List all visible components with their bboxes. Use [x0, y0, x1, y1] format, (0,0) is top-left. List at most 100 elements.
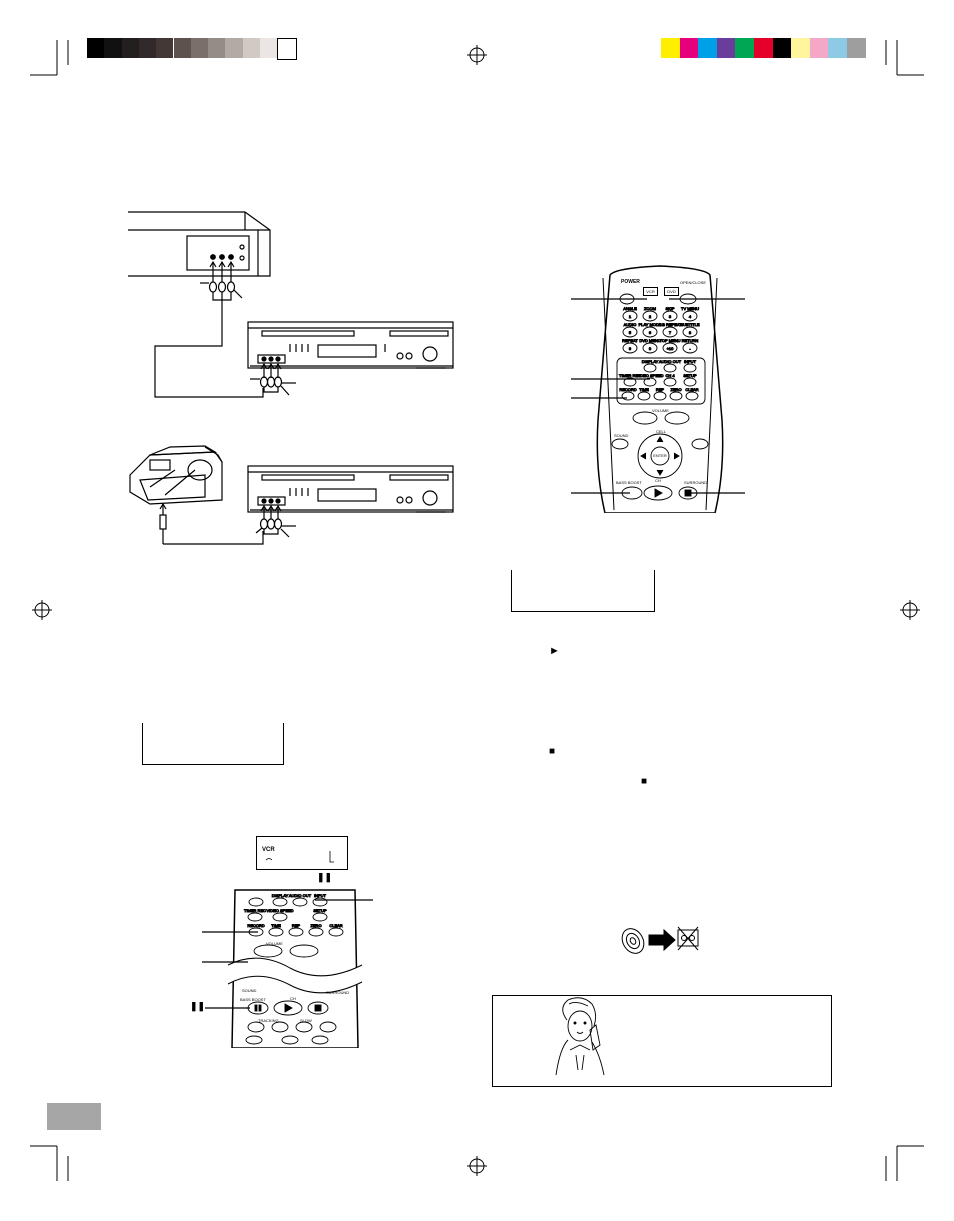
- remote-key-label: SETUP: [313, 908, 327, 913]
- remote-key-label: ANGLE: [623, 306, 637, 311]
- remote-volume-down-button[interactable]: [632, 411, 658, 425]
- remote-function-button[interactable]: [685, 391, 699, 401]
- remote-key-label: REP: [292, 923, 301, 928]
- pause-label: ❚❚: [190, 1001, 206, 1011]
- remote-function-button[interactable]: [281, 1035, 299, 1045]
- remote-key-label: RETURN: [682, 338, 699, 343]
- remote-function-button[interactable]: [328, 927, 344, 937]
- remote-volume-up-button[interactable]: [664, 411, 690, 425]
- vcr-display-label: VCR: [262, 847, 275, 853]
- remote-number-button[interactable]: [662, 326, 678, 338]
- stop-symbol: ■: [641, 776, 648, 787]
- remote-arrow-icon: [640, 452, 647, 460]
- remote-function-button[interactable]: [663, 363, 677, 373]
- remote-number-button[interactable]: [642, 310, 658, 322]
- fast-forward-button[interactable]: [271, 1021, 289, 1033]
- remote-number-label: 6: [649, 330, 652, 335]
- remote-function-button[interactable]: [643, 363, 657, 373]
- remote-number-button[interactable]: [682, 326, 698, 338]
- remote-enter-button[interactable]: ENTER: [653, 453, 667, 458]
- remote-function-button[interactable]: [637, 391, 651, 401]
- remote-open-close-label: OPEN/CLOSE: [680, 280, 707, 285]
- remote-function-button[interactable]: [288, 927, 304, 937]
- color-swatch: [809, 38, 829, 58]
- skip-forward-button[interactable]: [319, 1021, 337, 1033]
- remote-key-label: DISPLAY: [642, 359, 659, 364]
- remote-number-button[interactable]: [662, 310, 678, 322]
- gray-swatch: [173, 38, 191, 58]
- remote-key-label: DVD MENU: [639, 338, 660, 343]
- remote-cell-label: CELL: [656, 429, 667, 434]
- gray-swatch: [138, 38, 157, 58]
- remote-number-button[interactable]: [682, 342, 698, 354]
- remote-volume-down-button[interactable]: [253, 944, 283, 958]
- remote-function-button[interactable]: [663, 377, 677, 387]
- remote-dvd-button[interactable]: DVD: [664, 287, 679, 296]
- remote-function-button[interactable]: [245, 1035, 263, 1045]
- remote-number-button[interactable]: [622, 326, 638, 338]
- remote-key-label: ZERO: [670, 387, 681, 392]
- remote-key-label: SUBTITLE: [680, 322, 699, 327]
- remote-number-button[interactable]: [642, 342, 658, 354]
- remote-key-label: SKIP: [665, 306, 674, 311]
- remote-function-button[interactable]: [311, 1035, 329, 1045]
- remote-function-button[interactable]: [669, 391, 683, 401]
- remote-function-button[interactable]: [292, 897, 308, 907]
- remote-function-button[interactable]: [312, 912, 328, 922]
- remote-function-button[interactable]: [683, 377, 697, 387]
- remote-key-label: RECORD: [619, 387, 636, 392]
- gray-swatch: [190, 38, 209, 58]
- color-swatch: [791, 38, 810, 58]
- color-swatch: [828, 38, 847, 58]
- remote-function-button[interactable]: [272, 897, 288, 907]
- remote-function-button[interactable]: [623, 377, 637, 387]
- rewind-button[interactable]: [247, 1021, 265, 1033]
- remote-function-button[interactable]: [308, 927, 324, 937]
- color-swatch: [661, 38, 680, 58]
- remote-sound-label: SOUND: [614, 433, 629, 438]
- remote-key-label: TOP MENU: [660, 338, 681, 343]
- remote-function-button[interactable]: [272, 912, 288, 922]
- skip-back-button[interactable]: [295, 1021, 313, 1033]
- remote-number-button[interactable]: [682, 310, 698, 322]
- remote-vcr-button[interactable]: VCR: [643, 287, 658, 296]
- remote-key-label: VIDEO SPEED: [636, 373, 663, 378]
- remote-key-label: ZERO: [310, 923, 321, 928]
- remote-function-button[interactable]: [643, 377, 657, 387]
- remote-volume-up-button[interactable]: [289, 944, 319, 958]
- remote-function-button[interactable]: [247, 912, 263, 922]
- remote-number-button[interactable]: [622, 310, 638, 322]
- remote-number-button[interactable]: [622, 342, 638, 354]
- registration-marks: [32, 45, 920, 1176]
- remote-key-label: INPUT: [314, 893, 327, 898]
- remote-key-label: TIMER REC: [244, 908, 266, 913]
- remote-number-button[interactable]: [642, 326, 658, 338]
- remote-key-label: TIME: [271, 923, 281, 928]
- remote-sound-button[interactable]: [611, 438, 629, 450]
- remote-enter-circle[interactable]: [650, 446, 670, 466]
- remote-function-button[interactable]: [653, 391, 667, 401]
- remote-bottom-surround-label: SURROUND: [326, 990, 350, 995]
- remote-key-label: REP: [656, 387, 665, 392]
- pause-display-symbol: ❚❚: [317, 872, 333, 882]
- remote-arrow-icon: [656, 469, 664, 476]
- color-swatch: [679, 38, 699, 58]
- remote-function-button[interactable]: [248, 897, 264, 907]
- remote-bottom-ch-label: CH: [290, 996, 296, 1001]
- gray-swatch: [225, 38, 243, 58]
- remote-bass-label: BASS BOOST: [616, 480, 642, 485]
- remote-number-label: -: [689, 346, 691, 351]
- remote-function-button[interactable]: [683, 363, 697, 373]
- remote-arrow-icon: [673, 452, 680, 460]
- color-swatch: [847, 38, 866, 58]
- remote-number-button[interactable]: [662, 342, 678, 354]
- color-swatch: [698, 38, 717, 58]
- remote-surround-button[interactable]: [691, 438, 709, 450]
- remote-key-label: ZOOM: [644, 306, 656, 311]
- remote-key-label: CLEAR: [329, 923, 342, 928]
- remote-number-label: 4: [689, 314, 692, 319]
- remote-function-button[interactable]: [268, 927, 284, 937]
